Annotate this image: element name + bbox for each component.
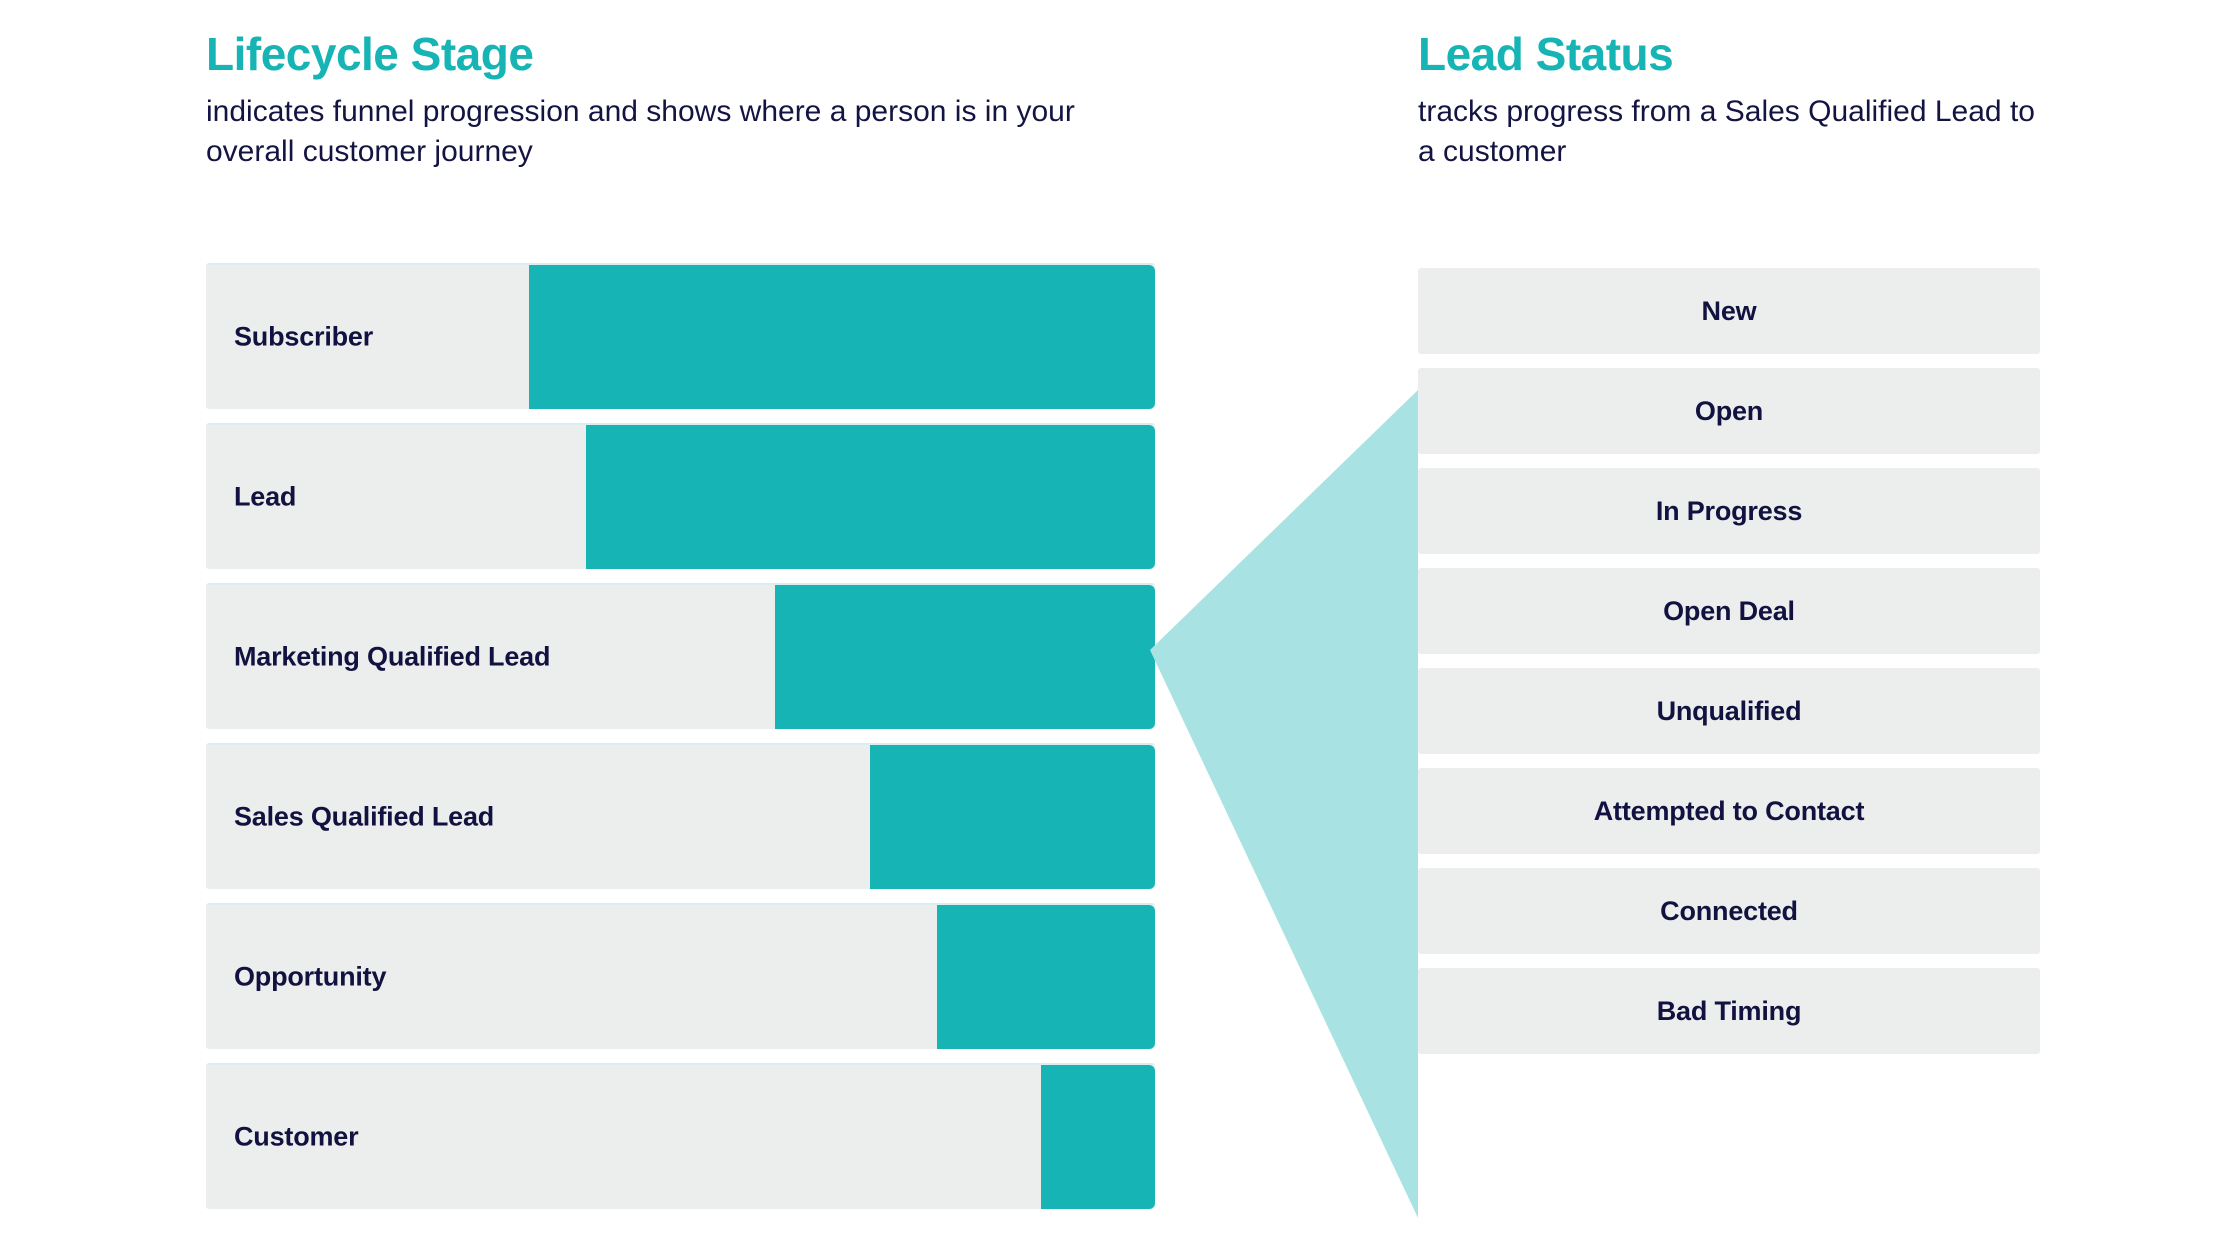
stage-fill-bar <box>528 265 1155 409</box>
lead-status-row[interactable]: Bad Timing <box>1418 968 2040 1054</box>
lifecycle-stage-row[interactable]: Subscriber <box>206 263 1155 409</box>
lifecycle-stage-row[interactable]: Opportunity <box>206 903 1155 1049</box>
lead-status-label: Connected <box>1660 895 1798 926</box>
lifecycle-stage-header: Lifecycle Stage indicates funnel progres… <box>206 30 1126 172</box>
stage-fill-bar <box>775 585 1155 729</box>
lead-status-label: Unqualified <box>1656 695 1802 726</box>
lead-status-label: Bad Timing <box>1656 995 1802 1026</box>
lead-status-subtitle: tracks progress from a Sales Qualified L… <box>1418 95 2035 169</box>
lead-status-row[interactable]: Unqualified <box>1418 668 2040 754</box>
lead-status-row[interactable]: Open <box>1418 368 2040 454</box>
lead-status-row[interactable]: In Progress <box>1418 468 2040 554</box>
stage-fill-bar <box>870 745 1155 889</box>
lead-status-row[interactable]: New <box>1418 268 2040 354</box>
lead-status-label: In Progress <box>1655 495 1803 526</box>
lifecycle-stage-label: Sales Qualified Lead <box>234 801 495 832</box>
lifecycle-stage-row[interactable]: Sales Qualified Lead <box>206 743 1155 889</box>
lifecycle-stage-label: Lead <box>234 481 297 512</box>
lead-status-row[interactable]: Connected <box>1418 868 2040 954</box>
lead-status-title: Lead Status <box>1418 28 1674 80</box>
lifecycle-stage-title: Lifecycle Stage <box>206 28 534 80</box>
lifecycle-stage-row[interactable]: Marketing Qualified Lead <box>206 583 1155 729</box>
lead-status-row[interactable]: Open Deal <box>1418 568 2040 654</box>
lead-status-row[interactable]: Attempted to Contact <box>1418 768 2040 854</box>
lifecycle-stage-bar-list: Subscriber Lead Marketing Qualified Lead… <box>206 263 1155 1209</box>
stage-fill-bar <box>1041 1065 1155 1209</box>
stage-fill-bar <box>936 905 1155 1049</box>
lifecycle-stage-row[interactable]: Lead <box>206 423 1155 569</box>
lead-status-label: Attempted to Contact <box>1593 795 1865 826</box>
lead-status-label: Open Deal <box>1663 595 1795 626</box>
stage-fill-bar <box>585 425 1155 569</box>
left-pointing-triangle-icon <box>1150 390 1418 1218</box>
lead-status-header: Lead Status tracks progress from a Sales… <box>1418 30 2058 172</box>
lifecycle-stage-row[interactable]: Customer <box>206 1063 1155 1209</box>
lifecycle-stage-label: Subscriber <box>234 321 374 352</box>
lifecycle-stage-subtitle: indicates funnel progression and shows w… <box>206 95 1075 169</box>
lifecycle-stage-label: Customer <box>234 1121 359 1152</box>
lifecycle-stage-label: Marketing Qualified Lead <box>234 641 551 672</box>
lead-status-label: Open <box>1694 395 1764 426</box>
lead-status-label: New <box>1701 295 1757 326</box>
lifecycle-stage-label: Opportunity <box>234 961 387 992</box>
lead-status-list: New Open In Progress Open Deal Unqualifi… <box>1418 268 2040 1054</box>
